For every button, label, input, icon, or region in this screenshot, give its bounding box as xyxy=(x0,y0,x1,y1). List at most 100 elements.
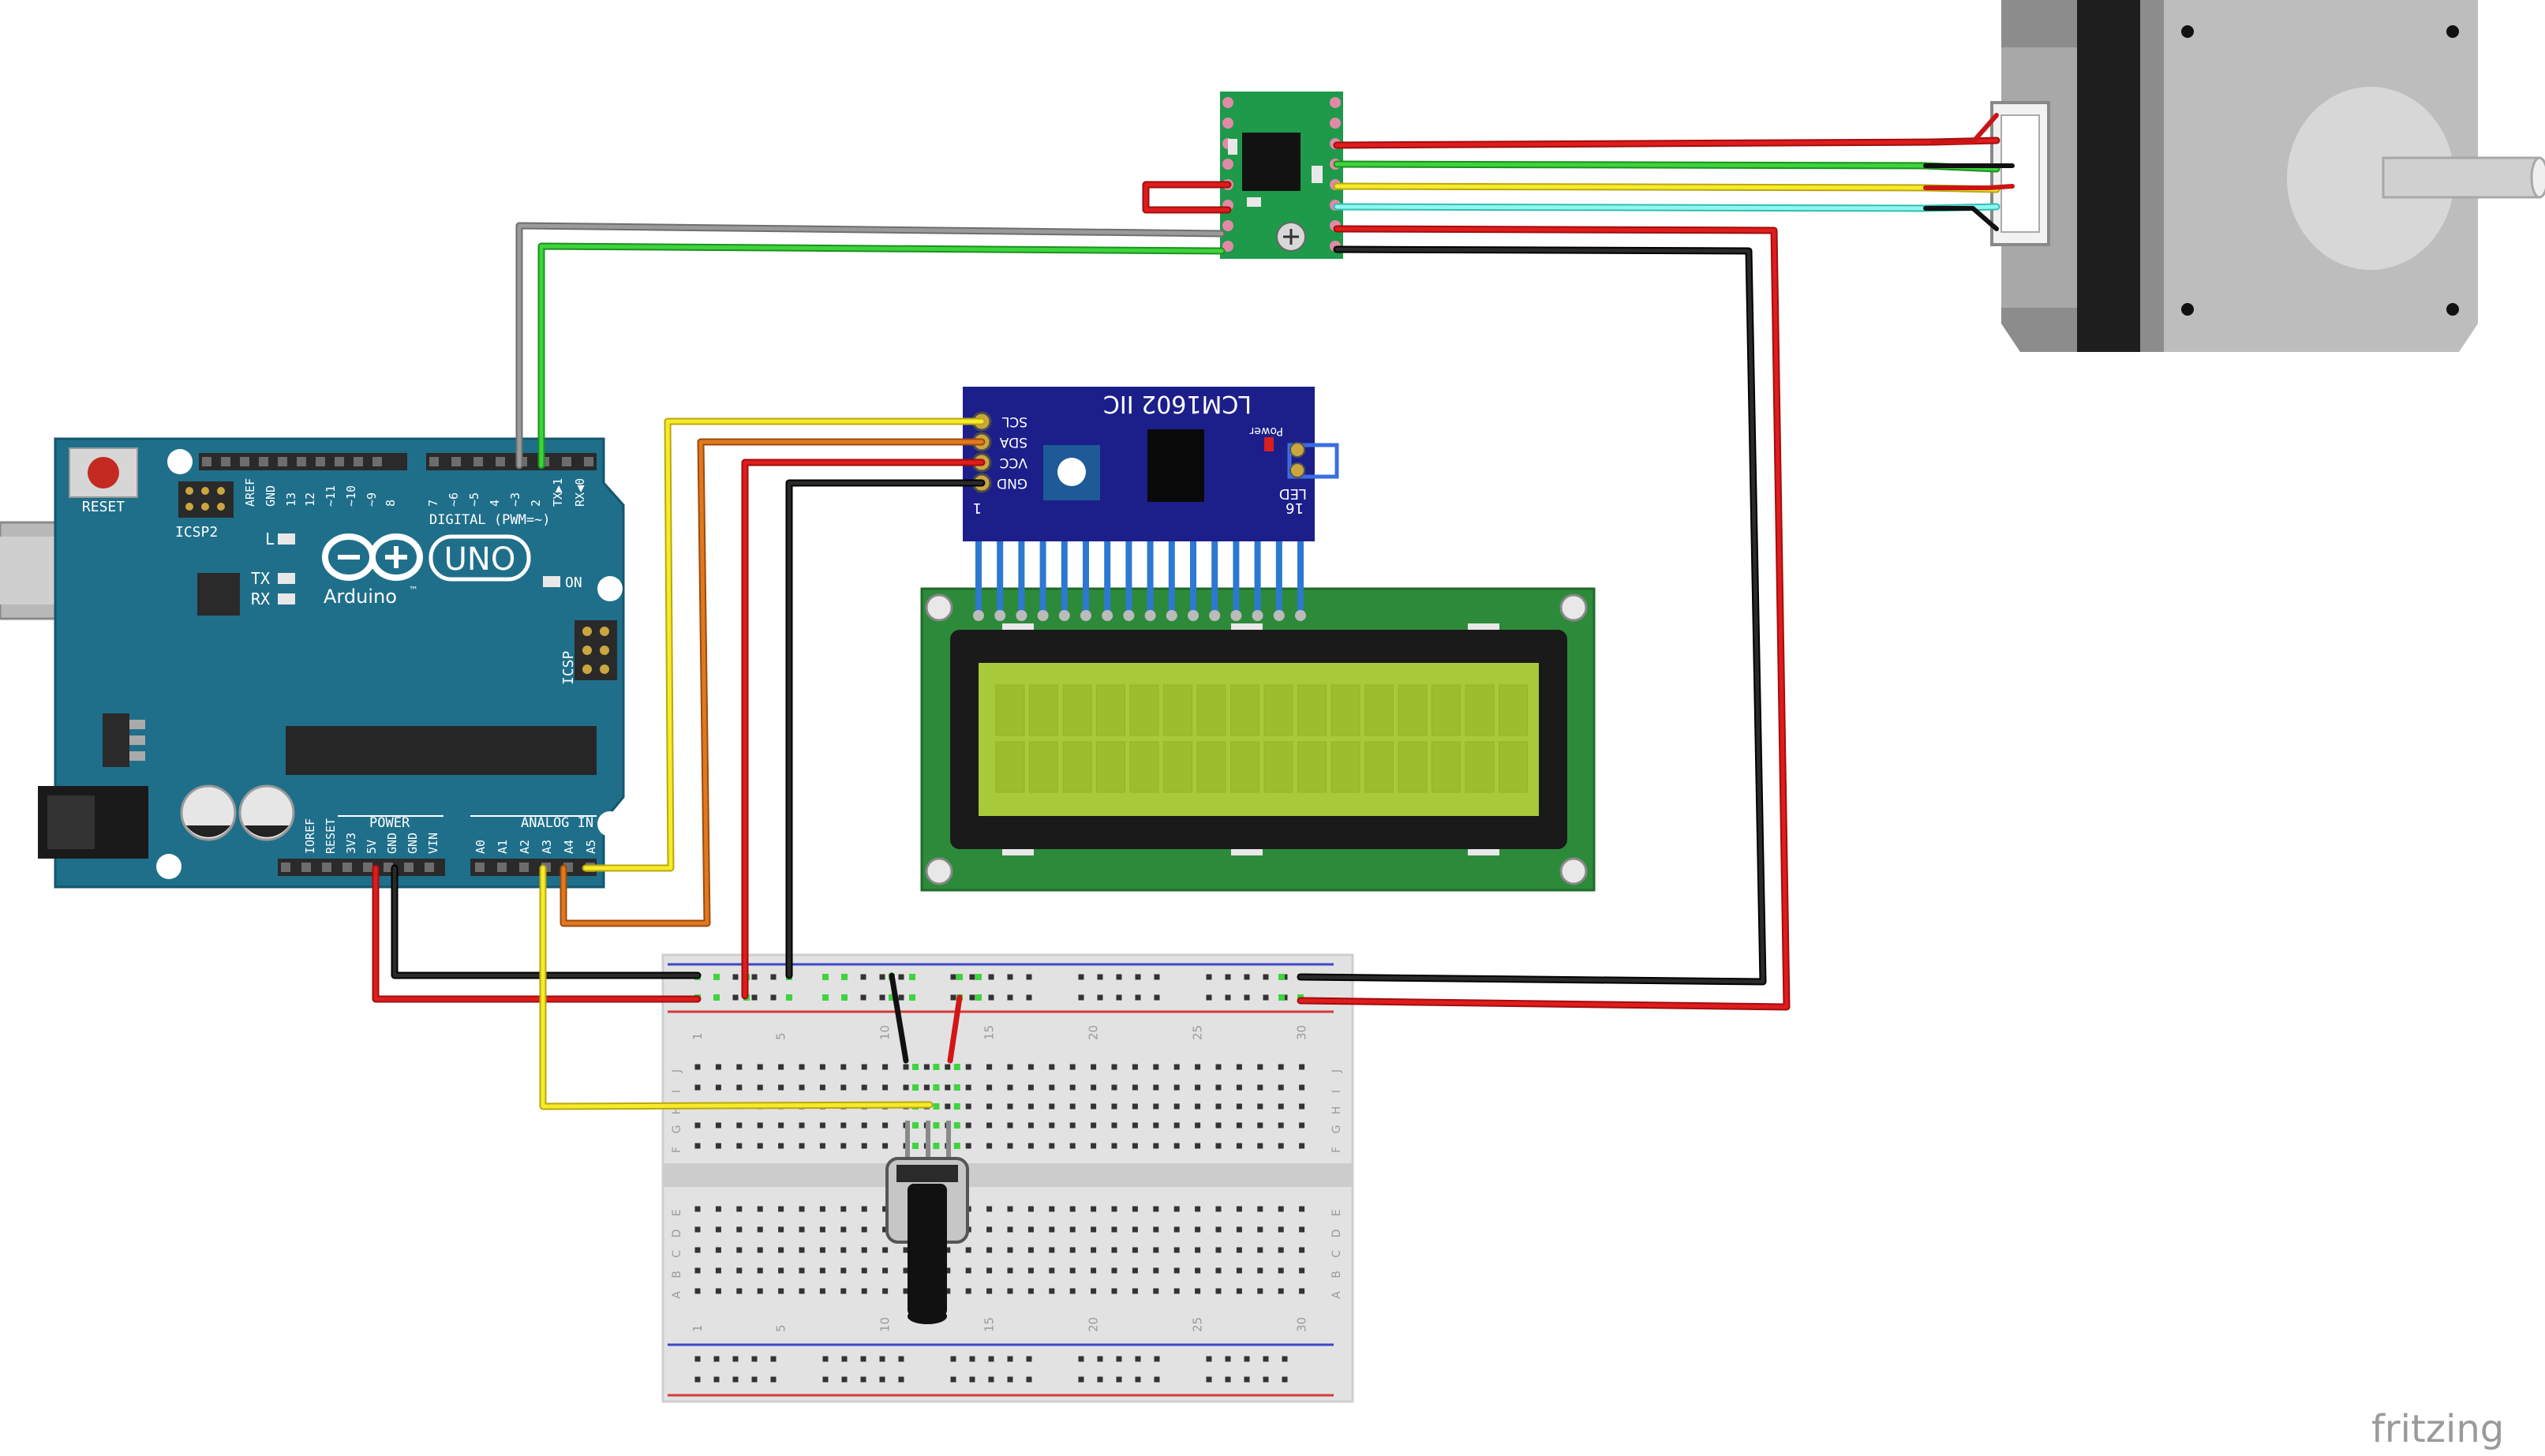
breadboard-row-letter: D xyxy=(671,1230,683,1238)
breadboard-rail-hole xyxy=(1135,994,1141,1001)
lcd-char-cell xyxy=(1331,684,1360,736)
analog-pin-label: A3 xyxy=(540,840,554,854)
digital-pin-label: TX▶1 xyxy=(551,478,565,507)
breadboard-hole xyxy=(1007,1267,1013,1274)
breadboard-hole xyxy=(1049,1206,1055,1212)
power-pin-label: 5V xyxy=(365,840,379,854)
breadboard-hole xyxy=(1132,1247,1138,1253)
i2c-module-title: LCM1602 IIC xyxy=(1103,390,1252,417)
breadboard-rail-hole xyxy=(732,974,739,980)
icsp2-label: ICSP2 xyxy=(175,524,218,541)
breadboard-hole xyxy=(882,1247,889,1253)
breadboard-rail-hole xyxy=(1154,974,1160,980)
breadboard-active-hole xyxy=(786,994,792,1001)
wire-red-jumper xyxy=(1142,181,1232,214)
motor-hub xyxy=(2287,87,2454,270)
breadboard-rail-hole xyxy=(860,1376,866,1383)
breadboard-row-letter: I xyxy=(1331,1090,1343,1093)
breadboard-hole xyxy=(986,1288,993,1294)
breadboard-hole xyxy=(1215,1103,1222,1110)
breadboard-hole xyxy=(799,1206,805,1212)
breadboard-rail-hole xyxy=(732,994,739,1001)
breadboard-hole xyxy=(1215,1064,1222,1070)
breadboard-hole xyxy=(1299,1122,1305,1128)
breadboard-hole xyxy=(861,1064,867,1070)
lcd-char-cell xyxy=(1096,684,1125,736)
breadboard-hole xyxy=(1236,1247,1242,1253)
lcd-char-cell xyxy=(1230,741,1259,793)
breadboard-hole xyxy=(736,1226,743,1233)
breadboard-hole xyxy=(1257,1206,1263,1212)
breadboard-hole xyxy=(694,1288,701,1294)
stepper-driver-a4988 xyxy=(1220,92,1343,259)
analog-pin-label: A4 xyxy=(562,840,576,854)
breadboard-hole xyxy=(1111,1103,1117,1110)
breadboard-hole xyxy=(945,1267,951,1274)
breadboard-rail-hole xyxy=(1282,1376,1288,1383)
pot-knob xyxy=(908,1184,947,1316)
breadboard-hole xyxy=(1278,1122,1284,1128)
breadboard-hole xyxy=(965,1064,971,1070)
arduino-model-label: UNO xyxy=(444,541,516,578)
breadboard-hole xyxy=(1007,1143,1013,1149)
breadboard-hole xyxy=(1299,1226,1305,1233)
breadboard-column-number: 1 xyxy=(691,1324,705,1332)
breadboard-rail-hole xyxy=(1244,974,1250,980)
breadboard-hole xyxy=(1111,1143,1117,1149)
breadboard-rail-hole xyxy=(1007,974,1013,980)
icsp2-header xyxy=(178,481,234,518)
breadboard-hole xyxy=(945,1103,951,1110)
breadboard-hole xyxy=(840,1226,847,1233)
power-jack-inner xyxy=(47,795,95,849)
breadboard-rail-hole xyxy=(1206,1376,1212,1383)
digital-header xyxy=(426,453,597,470)
breadboard-active-hole xyxy=(933,1122,940,1128)
breadboard-rail-hole xyxy=(1007,994,1013,1001)
breadboard-column-number: 25 xyxy=(1191,1317,1205,1332)
breadboard-hole xyxy=(1027,1247,1034,1253)
breadboard-hole xyxy=(1299,1084,1305,1091)
breadboard-rail-hole xyxy=(770,994,777,1001)
breadboard-hole xyxy=(1027,1267,1034,1274)
breadboard-rail-hole xyxy=(969,994,975,1001)
breadboard-hole xyxy=(1069,1143,1076,1149)
breadboard-rail-hole xyxy=(1135,974,1141,980)
breadboard-column-number: 1 xyxy=(691,1032,705,1040)
lcd-character-grid xyxy=(995,684,1528,793)
breadboard-hole xyxy=(1091,1084,1097,1091)
breadboard-hole xyxy=(1069,1064,1076,1070)
header-pin xyxy=(221,457,230,466)
lcd-char-cell xyxy=(1331,741,1360,793)
wires xyxy=(372,113,2015,1110)
breadboard-row-letter: J xyxy=(671,1069,683,1073)
breadboard-hole xyxy=(694,1226,701,1233)
breadboard-active-hole xyxy=(953,1064,960,1070)
breadboard-hole xyxy=(1091,1288,1097,1294)
breadboard-hole xyxy=(840,1288,847,1294)
breadboard-hole xyxy=(757,1122,763,1128)
breadboard-active-hole xyxy=(909,994,915,1001)
breadboard-rail-hole xyxy=(770,1356,777,1362)
breadboard-hole xyxy=(1091,1122,1097,1128)
breadboard-column-number: 30 xyxy=(1295,1317,1309,1332)
breadboard-hole xyxy=(1069,1226,1076,1233)
breadboard-hole xyxy=(1215,1206,1222,1212)
breadboard-hole xyxy=(694,1064,701,1070)
power-led-label: Power xyxy=(1249,425,1283,437)
breadboard-hole xyxy=(1069,1267,1076,1274)
breadboard-hole xyxy=(861,1122,867,1128)
lcd-char-cell xyxy=(1465,684,1495,736)
breadboard-hole xyxy=(757,1206,763,1212)
driver-pad xyxy=(1222,159,1233,170)
digital-pin-label: 7 xyxy=(426,500,440,507)
breadboard-hole xyxy=(1069,1288,1076,1294)
breadboard-hole xyxy=(1132,1103,1138,1110)
breadboard-hole xyxy=(1257,1122,1263,1128)
breadboard-hole xyxy=(1153,1267,1159,1274)
breadboard-column-number: 10 xyxy=(878,1025,893,1040)
breadboard-hole xyxy=(1049,1084,1055,1091)
breadboard-rail-hole xyxy=(751,1376,758,1383)
